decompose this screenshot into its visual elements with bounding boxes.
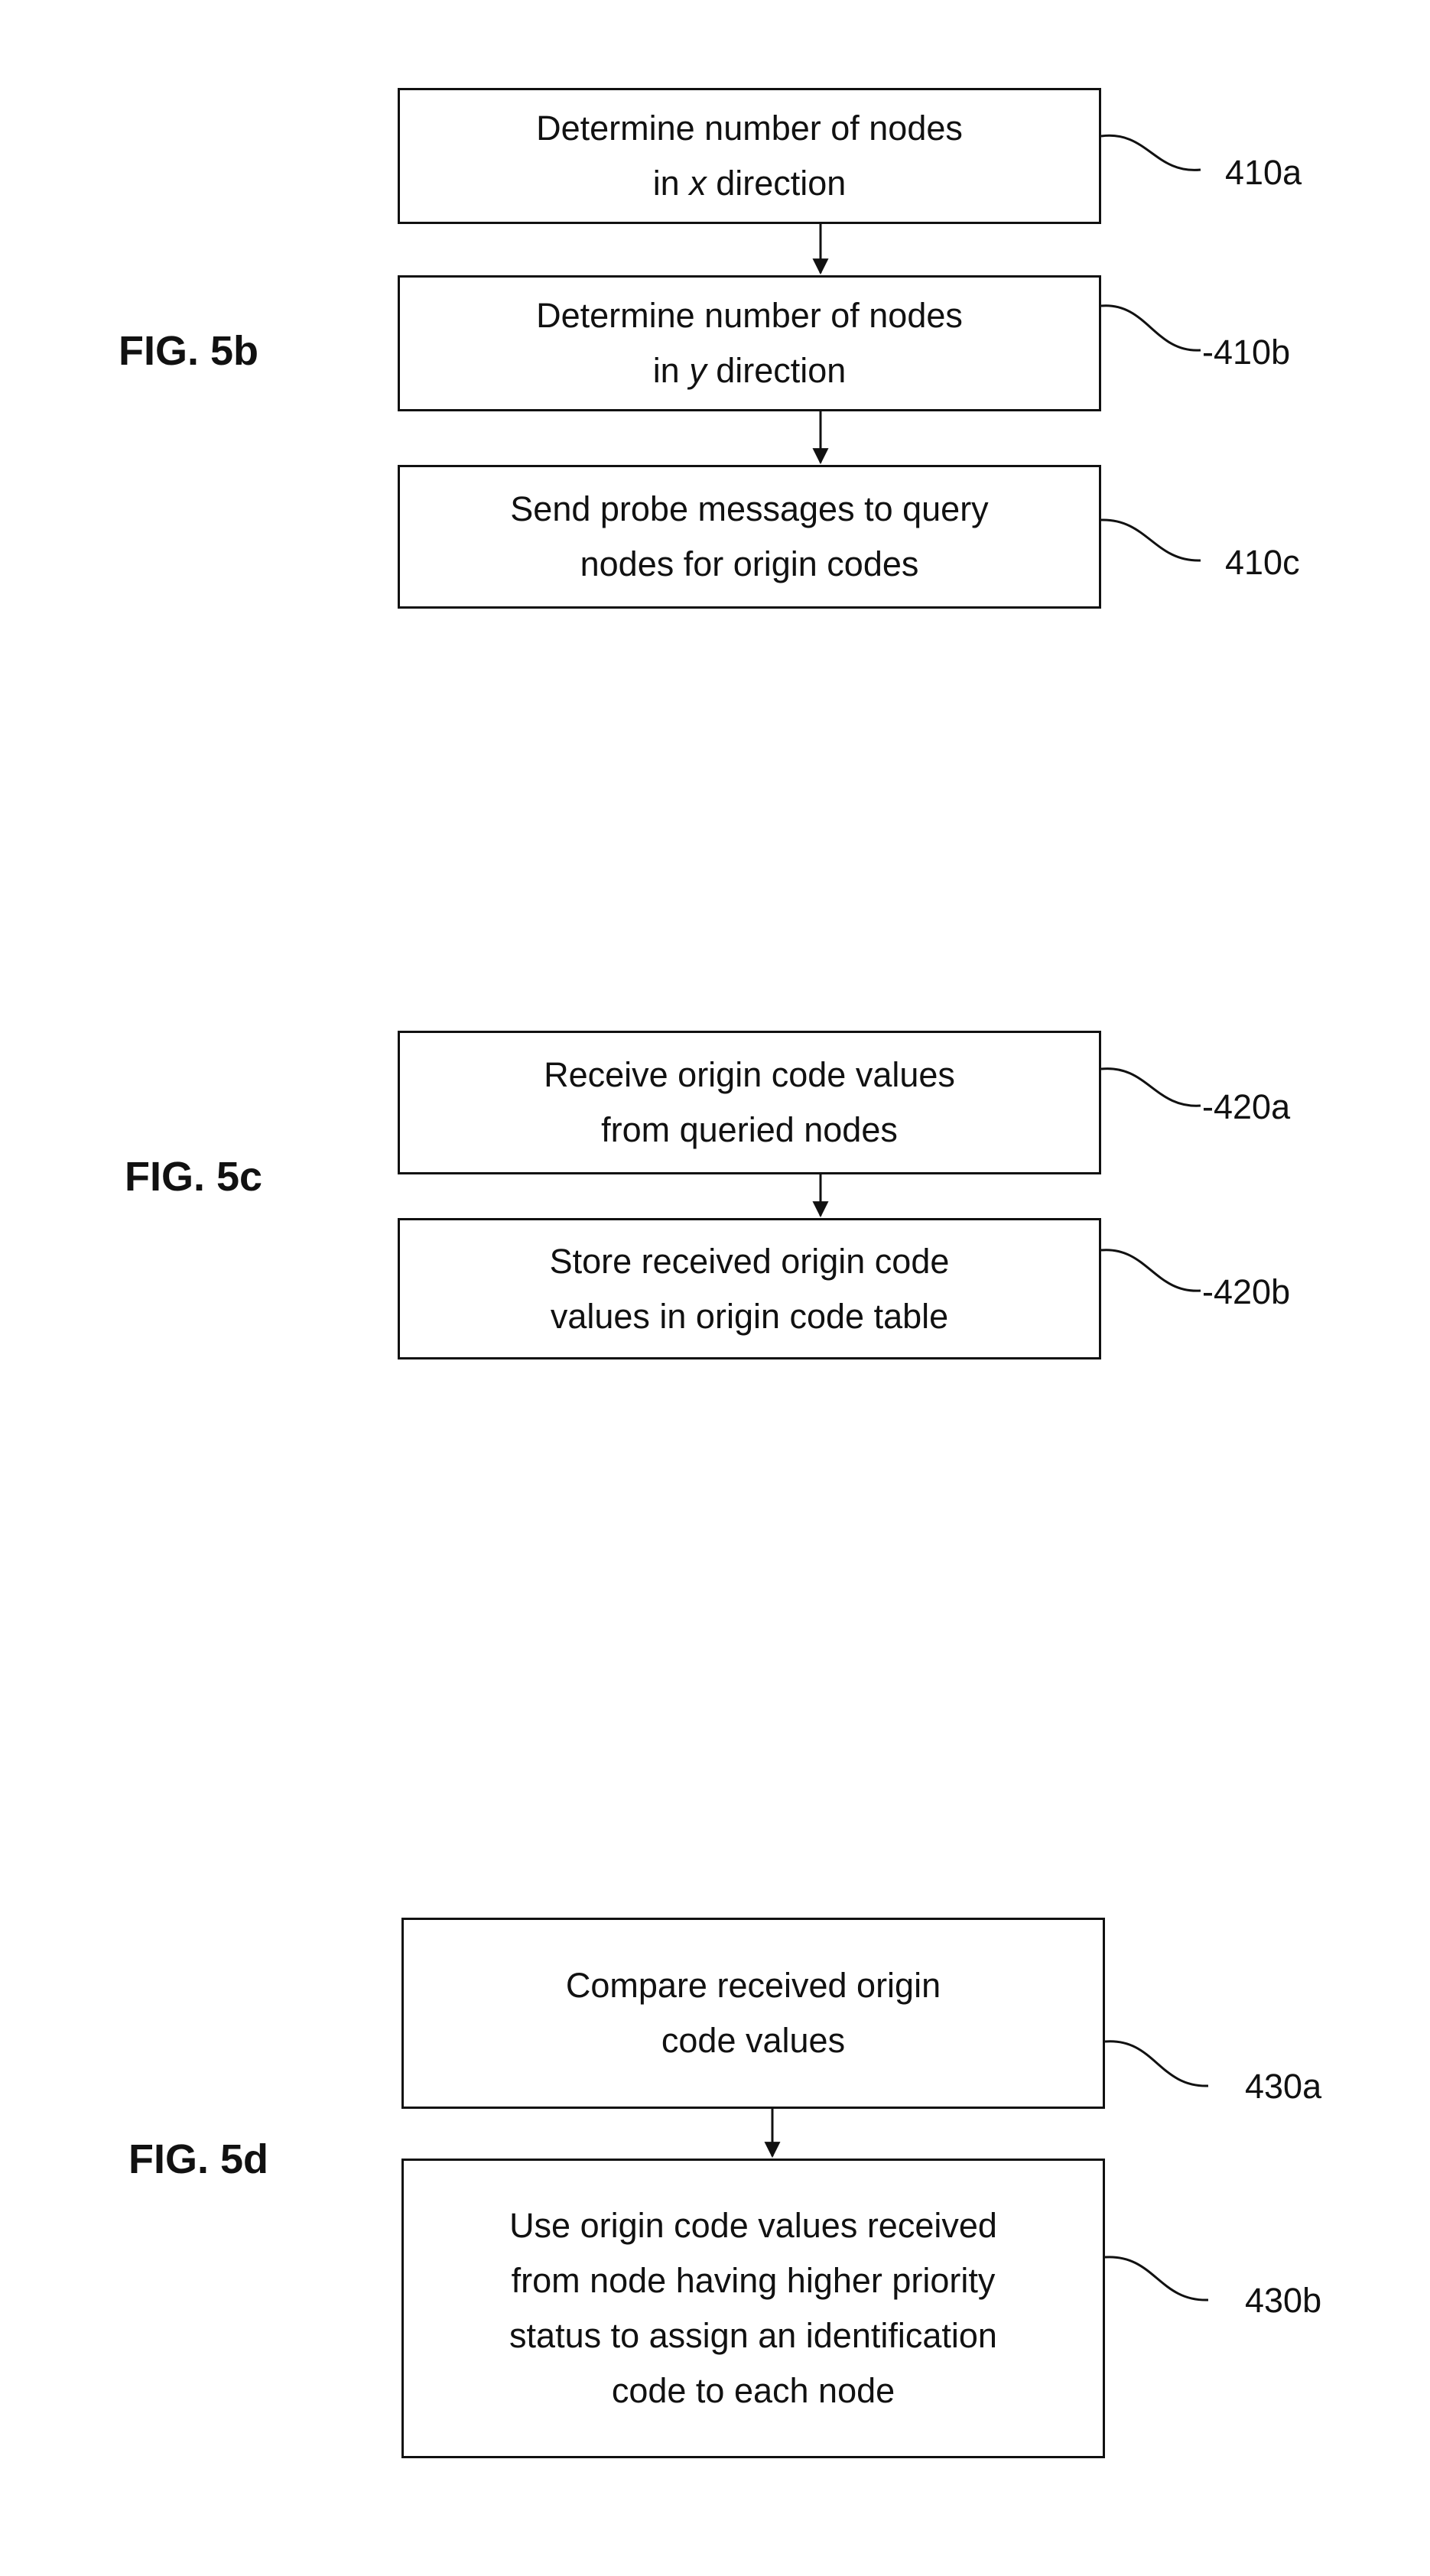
step-420a-box: Receive origin code values from queried … <box>398 1031 1101 1174</box>
step-410c-line-1: Send probe messages to query <box>510 482 988 537</box>
step-430b-box: Use origin code values received from nod… <box>401 2159 1105 2458</box>
ref-label-420a: -420a <box>1202 1087 1290 1127</box>
leader-420a <box>1101 1069 1201 1106</box>
step-410a-box: Determine number of nodes in x direction <box>398 88 1101 224</box>
step-430a-line-2: code values <box>661 2013 845 2068</box>
ref-label-430b: 430b <box>1245 2281 1321 2321</box>
ref-label-410a: 410a <box>1225 153 1302 193</box>
ref-label-430a: 430a <box>1245 2067 1321 2107</box>
step-410a-line-2: in x direction <box>653 156 847 211</box>
step-430b-line-4: code to each node <box>612 2363 895 2418</box>
figure-label-5d: FIG. 5d <box>128 2136 268 2183</box>
step-420b-line-2: values in origin code table <box>551 1289 948 1344</box>
leader-430a <box>1105 2042 1208 2086</box>
figure-label-5c: FIG. 5c <box>125 1153 262 1200</box>
leader-410a <box>1101 135 1201 170</box>
leader-420b <box>1101 1250 1201 1291</box>
ref-label-410b: -410b <box>1202 333 1290 372</box>
step-410b-box: Determine number of nodes in y direction <box>398 275 1101 411</box>
step-410b-line-1: Determine number of nodes <box>536 288 963 343</box>
step-410c-line-2: nodes for origin codes <box>580 537 919 592</box>
step-410b-line-2: in y direction <box>653 343 847 398</box>
step-430b-line-1: Use origin code values received <box>509 2198 997 2253</box>
step-420a-line-2: from queried nodes <box>601 1103 898 1158</box>
step-420a-line-1: Receive origin code values <box>544 1048 955 1103</box>
step-430b-line-3: status to assign an identification <box>509 2308 997 2363</box>
step-430b-line-2: from node having higher priority <box>512 2253 996 2308</box>
step-430a-line-1: Compare received origin <box>566 1958 941 2013</box>
step-410c-box: Send probe messages to query nodes for o… <box>398 465 1101 609</box>
leader-410c <box>1101 520 1201 560</box>
step-430a-box: Compare received origin code values <box>401 1918 1105 2109</box>
leader-430b <box>1105 2257 1208 2300</box>
step-420b-box: Store received origin code values in ori… <box>398 1218 1101 1359</box>
ref-label-410c: 410c <box>1225 543 1300 583</box>
step-410a-line-1: Determine number of nodes <box>536 101 963 156</box>
figure-label-5b: FIG. 5b <box>119 327 258 375</box>
leader-410b <box>1101 306 1201 350</box>
step-420b-line-1: Store received origin code <box>550 1234 950 1289</box>
ref-label-420b: -420b <box>1202 1272 1290 1312</box>
